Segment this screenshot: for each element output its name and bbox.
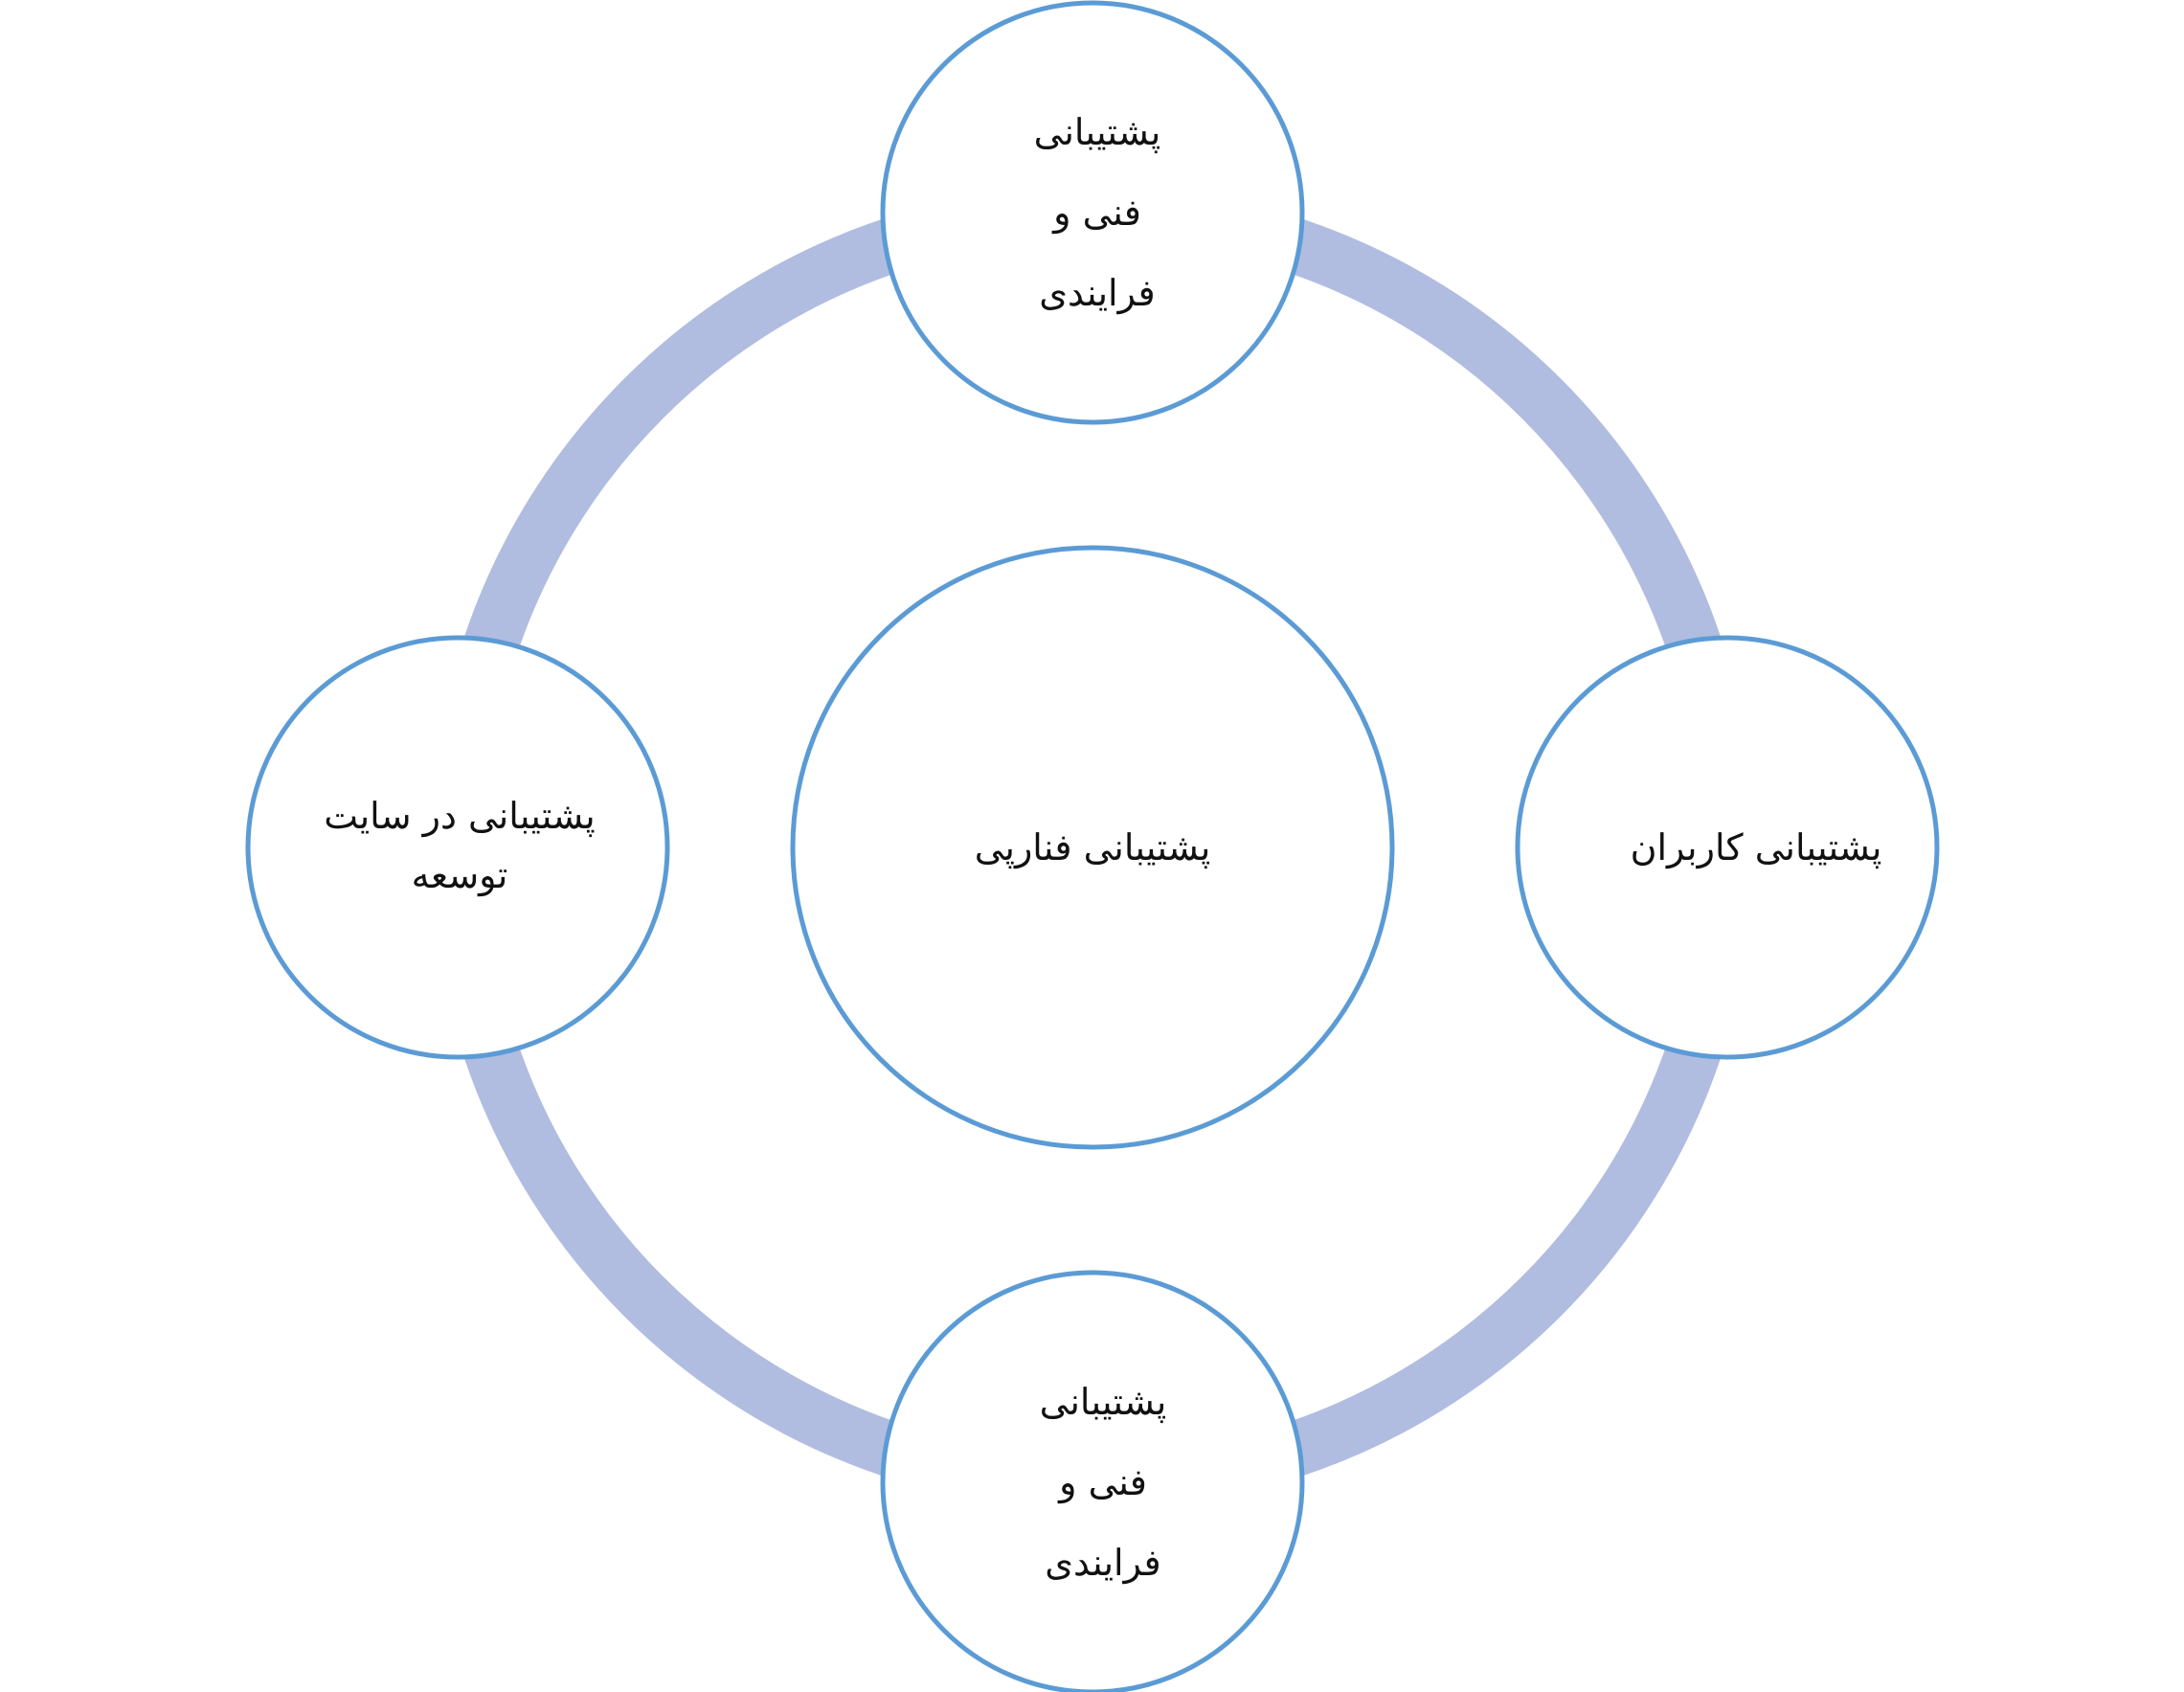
- top-node-label: پشتیبانی فنی و فرایندی: [1034, 92, 1161, 333]
- center-node-circle: [790, 545, 1395, 1150]
- bottom-label-line-3: فرایندی: [1045, 1542, 1161, 1584]
- bottom-node-circle: [880, 1270, 1305, 1692]
- right-node-label: پشتیبانی کاربران: [1631, 826, 1882, 869]
- left-label-line-2: توسعه: [411, 854, 508, 896]
- center-node-label: پشتیبانی فنارپی: [975, 826, 1211, 869]
- top-label-line-1: پشتیبانی: [1033, 111, 1161, 153]
- right-node-circle: [1515, 635, 1940, 1060]
- bottom-node-label: پشتیبانی فنی و فرایندی: [1040, 1362, 1167, 1603]
- left-node-label: پشتیبانی در سایت توسعه: [324, 786, 595, 905]
- top-node-circle: [880, 0, 1305, 425]
- left-label-line-1: پشتیبانی در سایت: [324, 795, 596, 837]
- right-label-line-1: پشتیبانی کاربران: [1630, 826, 1882, 869]
- left-node-circle: [245, 635, 670, 1060]
- top-label-line-2: فنی و: [1053, 192, 1141, 234]
- center-label-line-1: پشتیبانی فنارپی: [974, 826, 1211, 869]
- top-label-line-3: فرایندی: [1039, 272, 1156, 314]
- bottom-label-line-2: فنی و: [1059, 1461, 1147, 1503]
- bottom-label-line-1: پشتیبانی: [1039, 1381, 1167, 1423]
